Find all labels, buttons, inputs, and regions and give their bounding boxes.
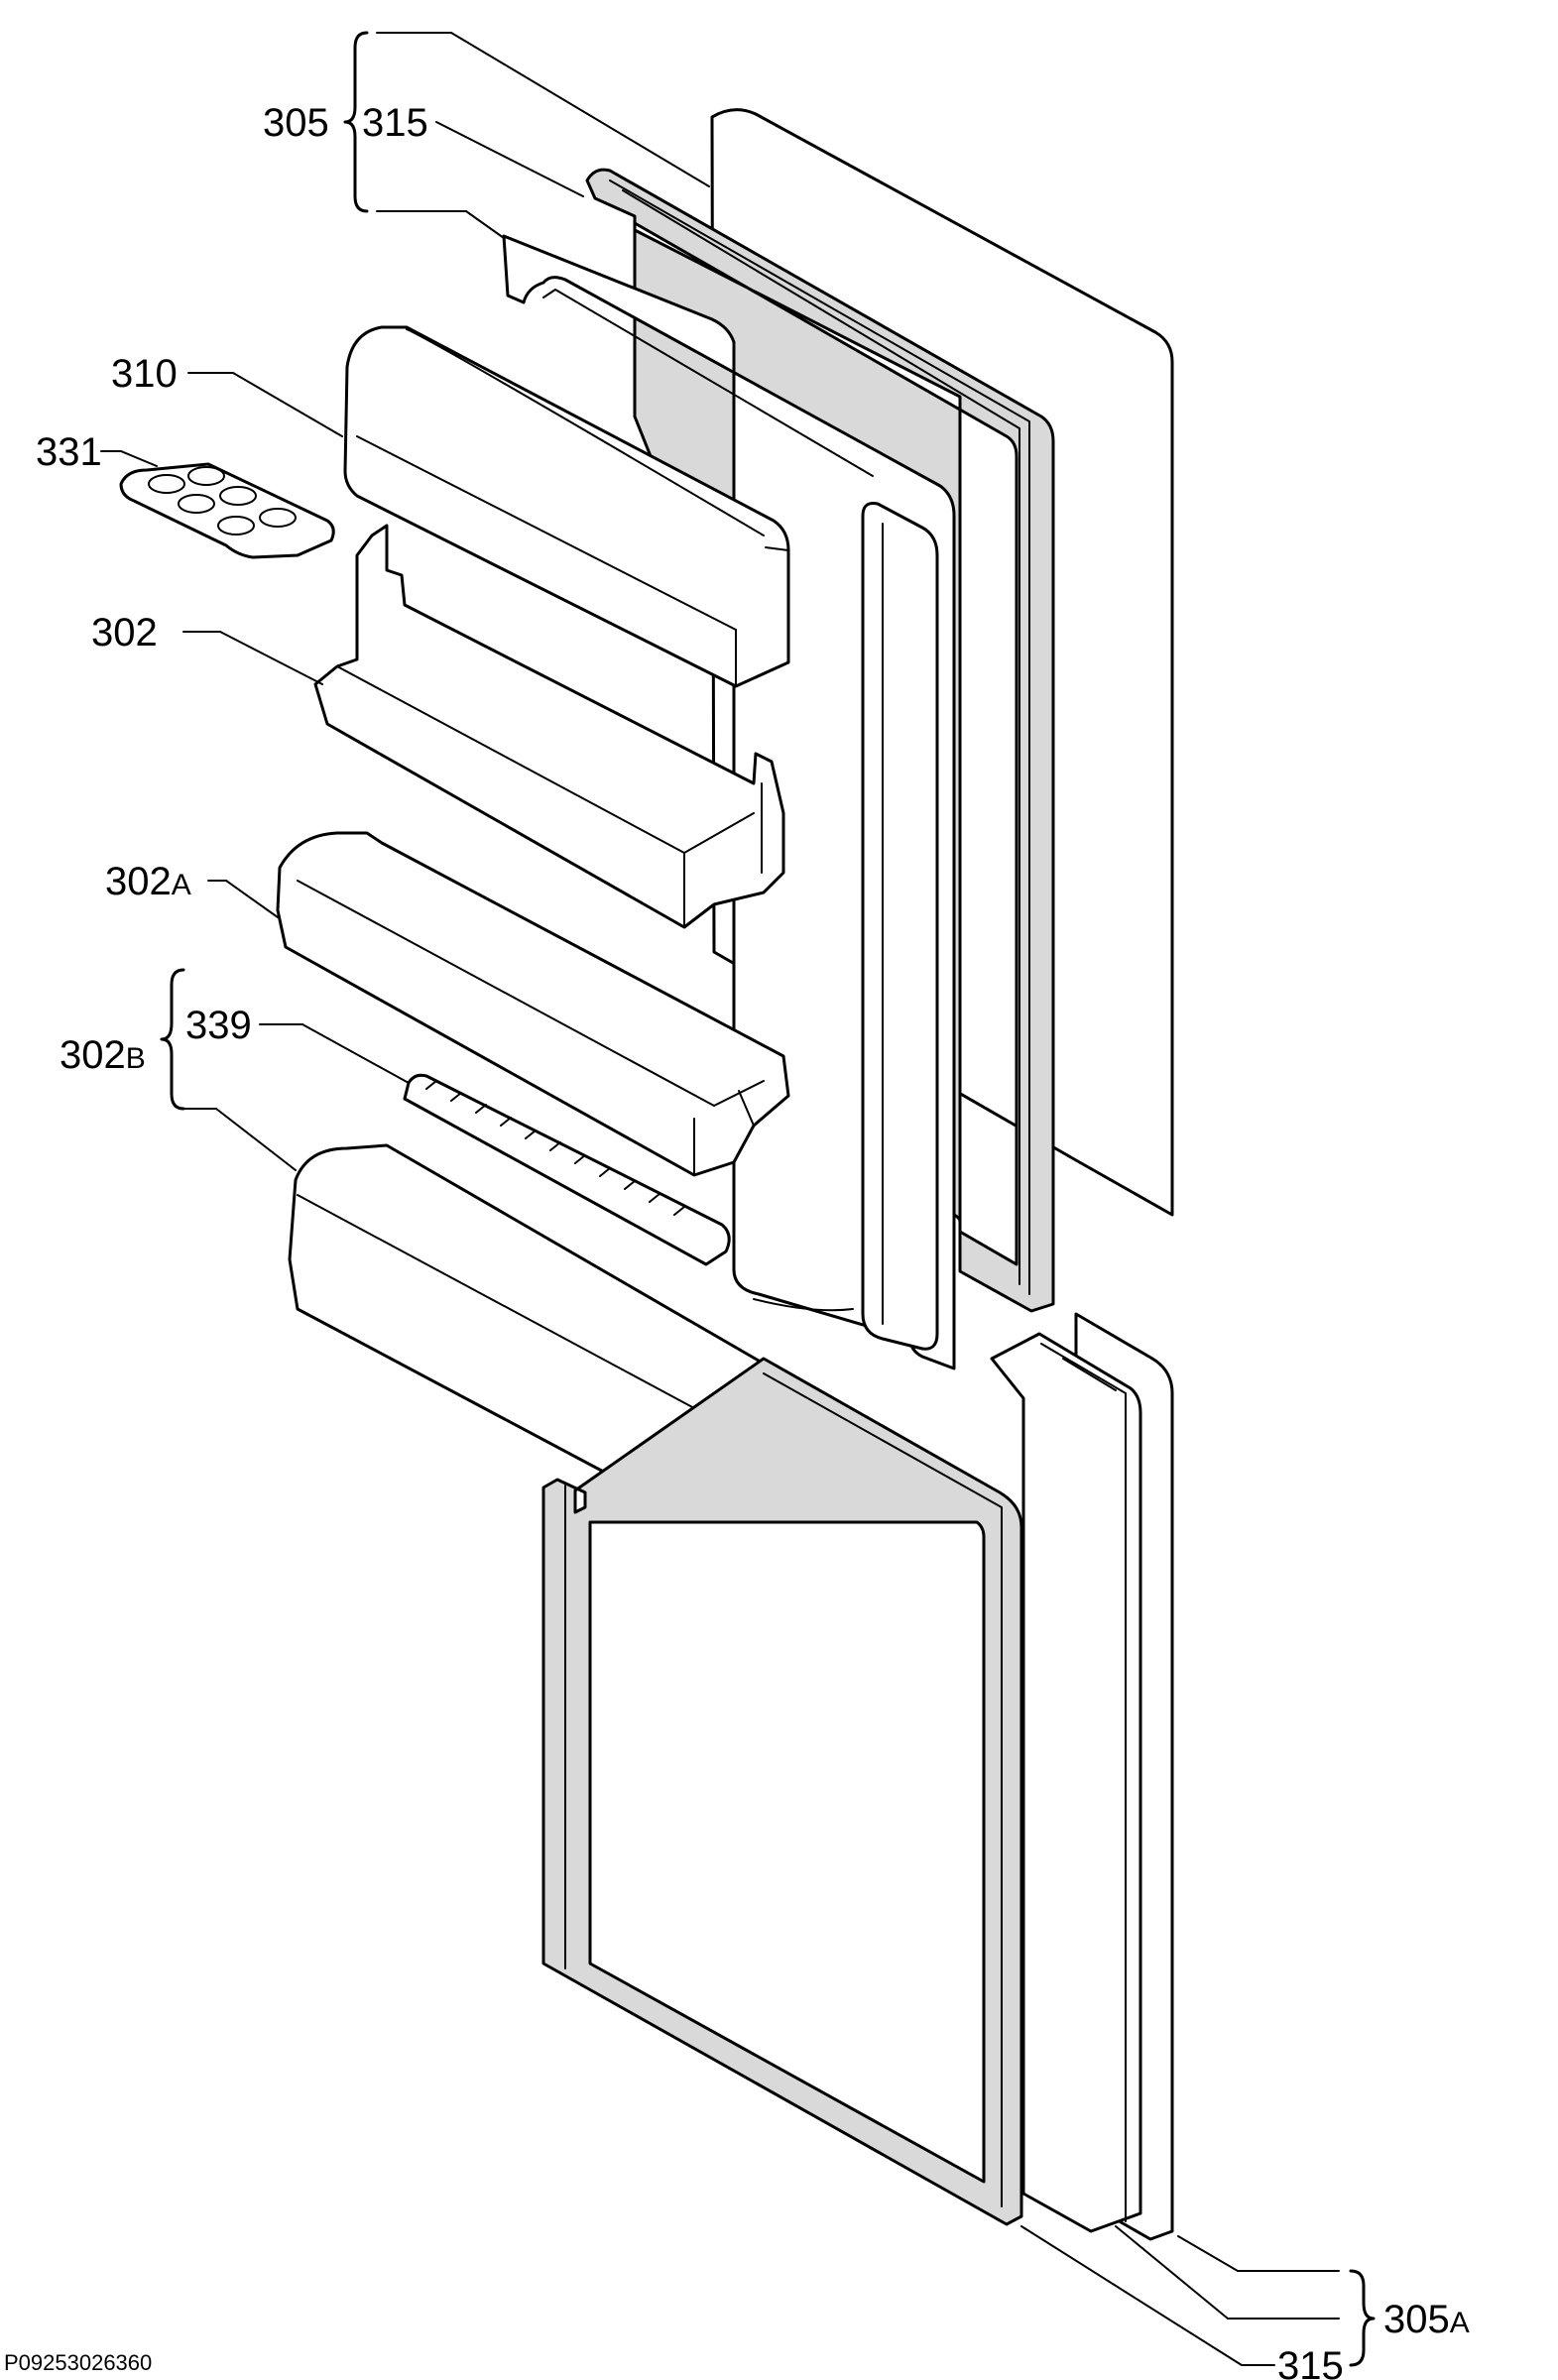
drawing-code: P09253026360: [4, 2350, 152, 2375]
label-302: 302: [91, 611, 158, 654]
door-shelf-302: [313, 524, 785, 929]
label-331: 331: [36, 430, 102, 474]
label-305: 305: [263, 101, 329, 145]
leader-lines: [100, 32, 1340, 2366]
brace-302b: [160, 968, 185, 1111]
label-315-bottom: 315: [1277, 2344, 1344, 2380]
label-310: 310: [111, 352, 178, 396]
bottle-separator: [403, 1073, 731, 1266]
label-302a: 302A: [105, 860, 191, 903]
brace-305: [343, 31, 369, 213]
label-305a: 305A: [1383, 2298, 1470, 2341]
lower-door-inner-liner: [990, 1332, 1142, 2233]
egg-tray: [119, 462, 335, 559]
part-labels: 305 315 310 331 302 302A 339 302B 305A 3…: [36, 101, 1470, 2380]
group-braces: [160, 31, 1376, 2367]
label-302b: 302B: [60, 1033, 146, 1077]
label-315-top: 315: [362, 101, 428, 145]
label-339: 339: [185, 1004, 252, 1047]
door-shelf-302a: [276, 831, 790, 1177]
brace-305a: [1349, 2269, 1376, 2367]
lower-door-gasket: [541, 1357, 1023, 2226]
door-handle-strip: [861, 502, 939, 1351]
dairy-compartment: [343, 325, 790, 688]
